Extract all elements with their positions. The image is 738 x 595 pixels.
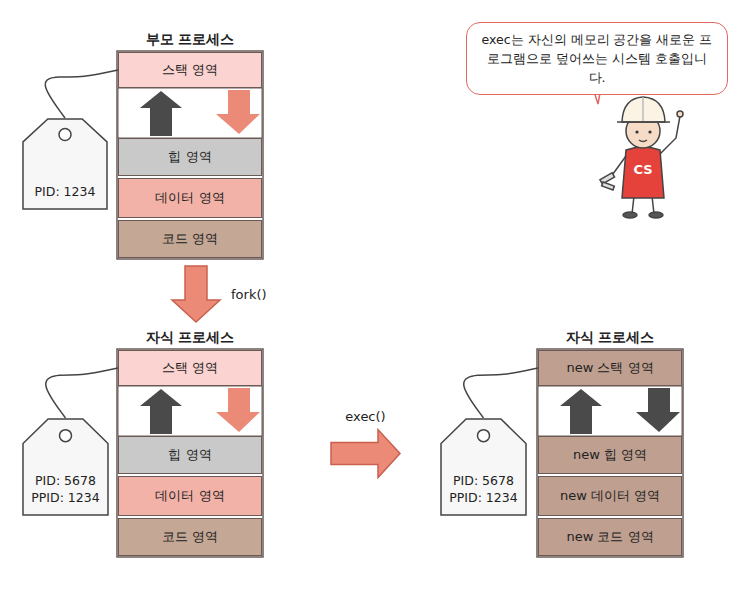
memory-segment: 힙 영역	[118, 436, 262, 474]
segment-label: 힙 영역	[168, 148, 211, 166]
segment-label: 스택 영역	[162, 359, 218, 377]
transition-arrow	[331, 430, 400, 478]
memory-frame	[117, 51, 263, 259]
segment-label: 코드 영역	[162, 528, 218, 546]
tag-string	[45, 70, 118, 118]
memory-segment: new 스택 영역	[538, 350, 682, 386]
memory-segment: new 코드 영역	[538, 518, 682, 556]
process-memory: 부모 프로세스스택 영역힙 영역데이터 영역코드 영역	[118, 28, 262, 260]
pid-text: PPID: 1234	[31, 489, 99, 506]
pid-tag: PID: 1234	[22, 118, 108, 210]
shirt-logo: CS	[625, 162, 661, 177]
memory-segment: new 데이터 영역	[538, 476, 682, 516]
process-memory: 자식 프로세스new 스택 영역new 힙 영역new 데이터 영역new 코드…	[538, 326, 682, 558]
pid-text: PID: 1234	[35, 183, 96, 200]
tag-string	[46, 368, 118, 418]
memory-segment: new 힙 영역	[538, 436, 682, 474]
memory-segment: 코드 영역	[118, 518, 262, 556]
free-space	[118, 386, 262, 436]
segment-label: new 데이터 영역	[560, 487, 660, 505]
process-title: 자식 프로세스	[518, 326, 702, 348]
pid-text: PPID: 1234	[449, 489, 517, 506]
process-memory: 자식 프로세스스택 영역힙 영역데이터 영역코드 영역	[118, 326, 262, 558]
edge-label: fork()	[228, 287, 270, 302]
free-space	[538, 386, 682, 436]
process-title: 자식 프로세스	[98, 326, 282, 348]
memory-segment: 데이터 영역	[118, 178, 262, 218]
memory-segment: 힙 영역	[118, 138, 262, 176]
process-title: 부모 프로세스	[98, 28, 282, 50]
stack-growth-arrow	[216, 90, 260, 134]
tag-string	[464, 368, 538, 418]
callout-text: exec는 자신의 메모리 공간을 새로운 프로그램으로 덮어쓰는 시스템 호출…	[479, 30, 715, 87]
stack-growth-arrow	[216, 388, 260, 432]
memory-segment: 코드 영역	[118, 220, 262, 258]
memory-segment: 스택 영역	[118, 350, 262, 386]
segment-label: new 힙 영역	[573, 446, 647, 464]
heap-growth-arrow	[140, 91, 182, 136]
segment-label: new 코드 영역	[566, 528, 653, 546]
stack-growth-arrow	[636, 388, 680, 432]
free-space	[118, 88, 262, 138]
segment-label: 데이터 영역	[155, 487, 224, 505]
memory-segment: 데이터 영역	[118, 476, 262, 516]
speech-bubble: exec는 자신의 메모리 공간을 새로운 프로그램으로 덮어쓰는 시스템 호출…	[466, 22, 728, 95]
segment-label: 스택 영역	[162, 61, 218, 79]
transition-arrow	[172, 266, 220, 322]
memory-frame	[537, 349, 683, 557]
segment-label: 힙 영역	[168, 446, 211, 464]
heap-growth-arrow	[140, 389, 182, 434]
pid-text: PID: 5678	[453, 472, 514, 489]
pid-text: PID: 5678	[35, 472, 96, 489]
heap-growth-arrow	[560, 389, 602, 434]
pid-tag: PID: 5678PPID: 1234	[440, 418, 527, 516]
memory-segment: 스택 영역	[118, 52, 262, 88]
segment-label: 코드 영역	[162, 230, 218, 248]
segment-label: new 스택 영역	[566, 359, 653, 377]
memory-frame	[117, 349, 263, 557]
pid-tag: PID: 5678PPID: 1234	[22, 418, 109, 516]
cs-character	[600, 97, 683, 218]
segment-label: 데이터 영역	[155, 189, 224, 207]
edge-label: exec()	[342, 409, 388, 424]
